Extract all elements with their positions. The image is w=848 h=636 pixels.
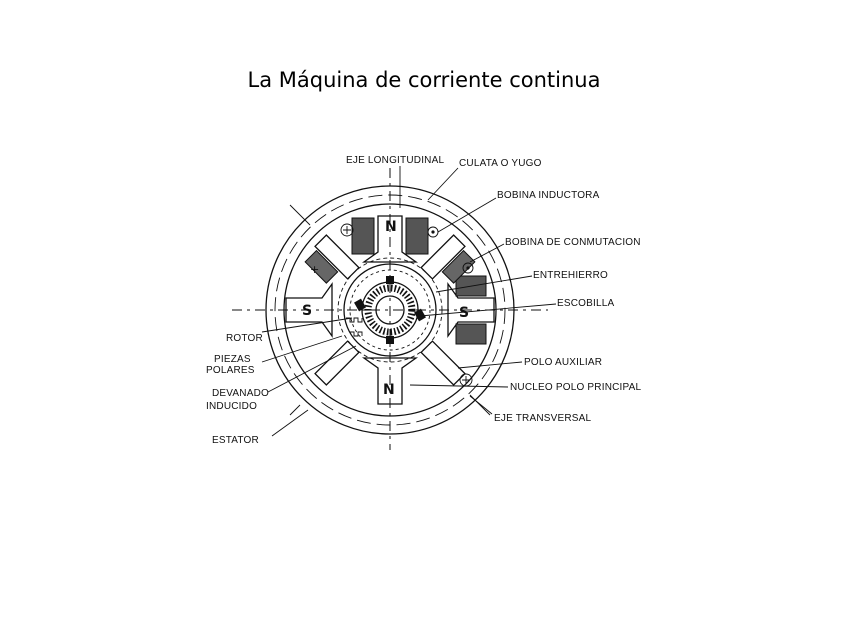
label-polares: POLARES: [206, 365, 255, 376]
pole-label-south-right: S: [459, 305, 469, 321]
brush-right: [414, 308, 426, 322]
label-rotor: ROTOR: [226, 333, 263, 344]
label-escobilla: ESCOBILLA: [557, 298, 615, 309]
page-title: La Máquina de corriente continua: [247, 68, 601, 92]
label-devanado: DEVANADO: [212, 388, 269, 399]
pole-label-north-top: N: [385, 219, 397, 235]
shaft: [375, 295, 405, 325]
pole-south-left: [285, 281, 333, 339]
label-inducido: INDUCIDO: [206, 401, 257, 412]
diag-axis-1: [289, 204, 311, 226]
rotor-teeth-ring: [349, 269, 431, 351]
label-eje-longitudinal: EJE LONGITUDINAL: [346, 155, 444, 166]
label-bobina-conmutacion: BOBINA DE CONMUTACION: [505, 237, 641, 248]
plus-symbol: +: [310, 263, 319, 276]
label-polo-auxiliar: POLO AUXILIAR: [524, 357, 602, 368]
pole-north-top: [351, 215, 429, 263]
label-nucleo-polo: NUCLEO POLO PRINCIPAL: [510, 382, 642, 393]
brush-bottom: [386, 336, 394, 344]
label-piezas: PIEZAS: [214, 354, 251, 365]
rotor-outer: [343, 263, 437, 357]
brush-top: [386, 276, 394, 284]
brush-left: [354, 298, 366, 312]
current-dot-symbol-2: [462, 262, 474, 274]
label-culata: CULATA O YUGO: [459, 158, 542, 169]
diag-axis-3: [289, 404, 301, 416]
pole-north-bottom: [361, 357, 419, 405]
air-gap-ring: [337, 257, 443, 363]
label-entrehierro: ENTREHIERRO: [533, 270, 608, 281]
leader-lines: [261, 166, 557, 437]
commutator-segments: [364, 284, 416, 336]
label-estator: ESTATOR: [212, 435, 259, 446]
pole-label-south-left: S: [302, 303, 312, 319]
label-eje-transversal: EJE TRANSVERSAL: [494, 413, 592, 424]
pole-label-north-bottom: N: [383, 382, 395, 398]
armature-winding-teeth: [346, 317, 363, 337]
auxiliary-poles: [304, 234, 476, 386]
label-bobina-inductora: BOBINA INDUCTORA: [497, 190, 600, 201]
current-cross-symbol: [340, 223, 354, 237]
